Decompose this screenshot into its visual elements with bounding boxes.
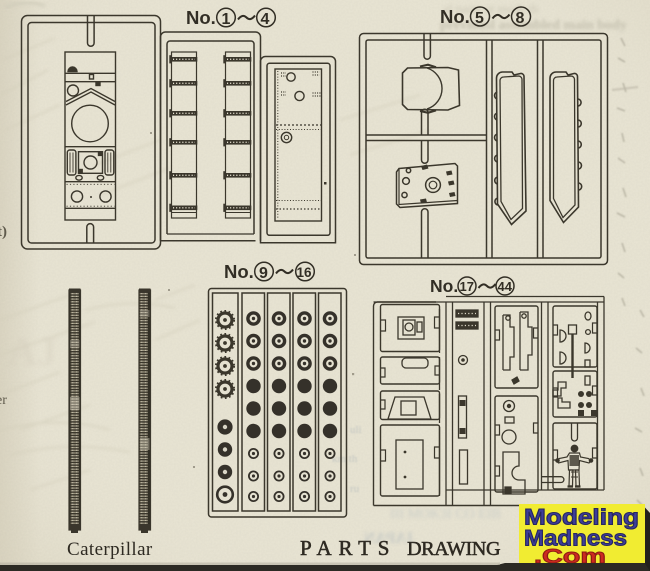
svg-text:er: er: [0, 393, 7, 408]
svg-text:1: 1: [222, 11, 231, 28]
svg-text:No.: No.: [186, 7, 216, 28]
svg-text:Madness: Madness: [524, 526, 627, 551]
svg-text:PARTS: PARTS: [300, 536, 396, 560]
svg-text:JAPAN: JAPAN: [363, 530, 415, 547]
svg-text:III MOK3I CO EIB: III MOK3I CO EIB: [390, 507, 501, 522]
svg-text:No.: No.: [430, 276, 458, 296]
svg-text:Modeling: Modeling: [524, 505, 639, 530]
svg-text:DRAWING: DRAWING: [407, 538, 500, 560]
svg-text:.Com: .Com: [534, 546, 606, 568]
svg-text:t): t): [0, 224, 7, 240]
svg-text:9: 9: [259, 265, 268, 282]
svg-text:5: 5: [475, 10, 484, 27]
svg-text:km th: km th: [332, 453, 358, 465]
svg-text:17: 17: [460, 279, 474, 294]
svg-text:No.: No.: [440, 6, 470, 27]
svg-text:al parts ot modr tb: al parts ot modr tb: [443, 1, 538, 16]
svg-text:16: 16: [297, 265, 313, 280]
svg-text:44: 44: [498, 279, 513, 294]
svg-text:Caterpillar: Caterpillar: [67, 539, 153, 560]
svg-text:4: 4: [261, 11, 270, 28]
svg-text:previousl assembled main body: previousl assembled main body: [440, 18, 627, 33]
svg-text:8: 8: [516, 10, 525, 27]
svg-text:ru: ru: [350, 483, 360, 495]
svg-text:AJ: AJ: [8, 329, 57, 374]
svg-text:uli: uli: [350, 424, 362, 436]
svg-text:No.: No.: [224, 261, 254, 282]
